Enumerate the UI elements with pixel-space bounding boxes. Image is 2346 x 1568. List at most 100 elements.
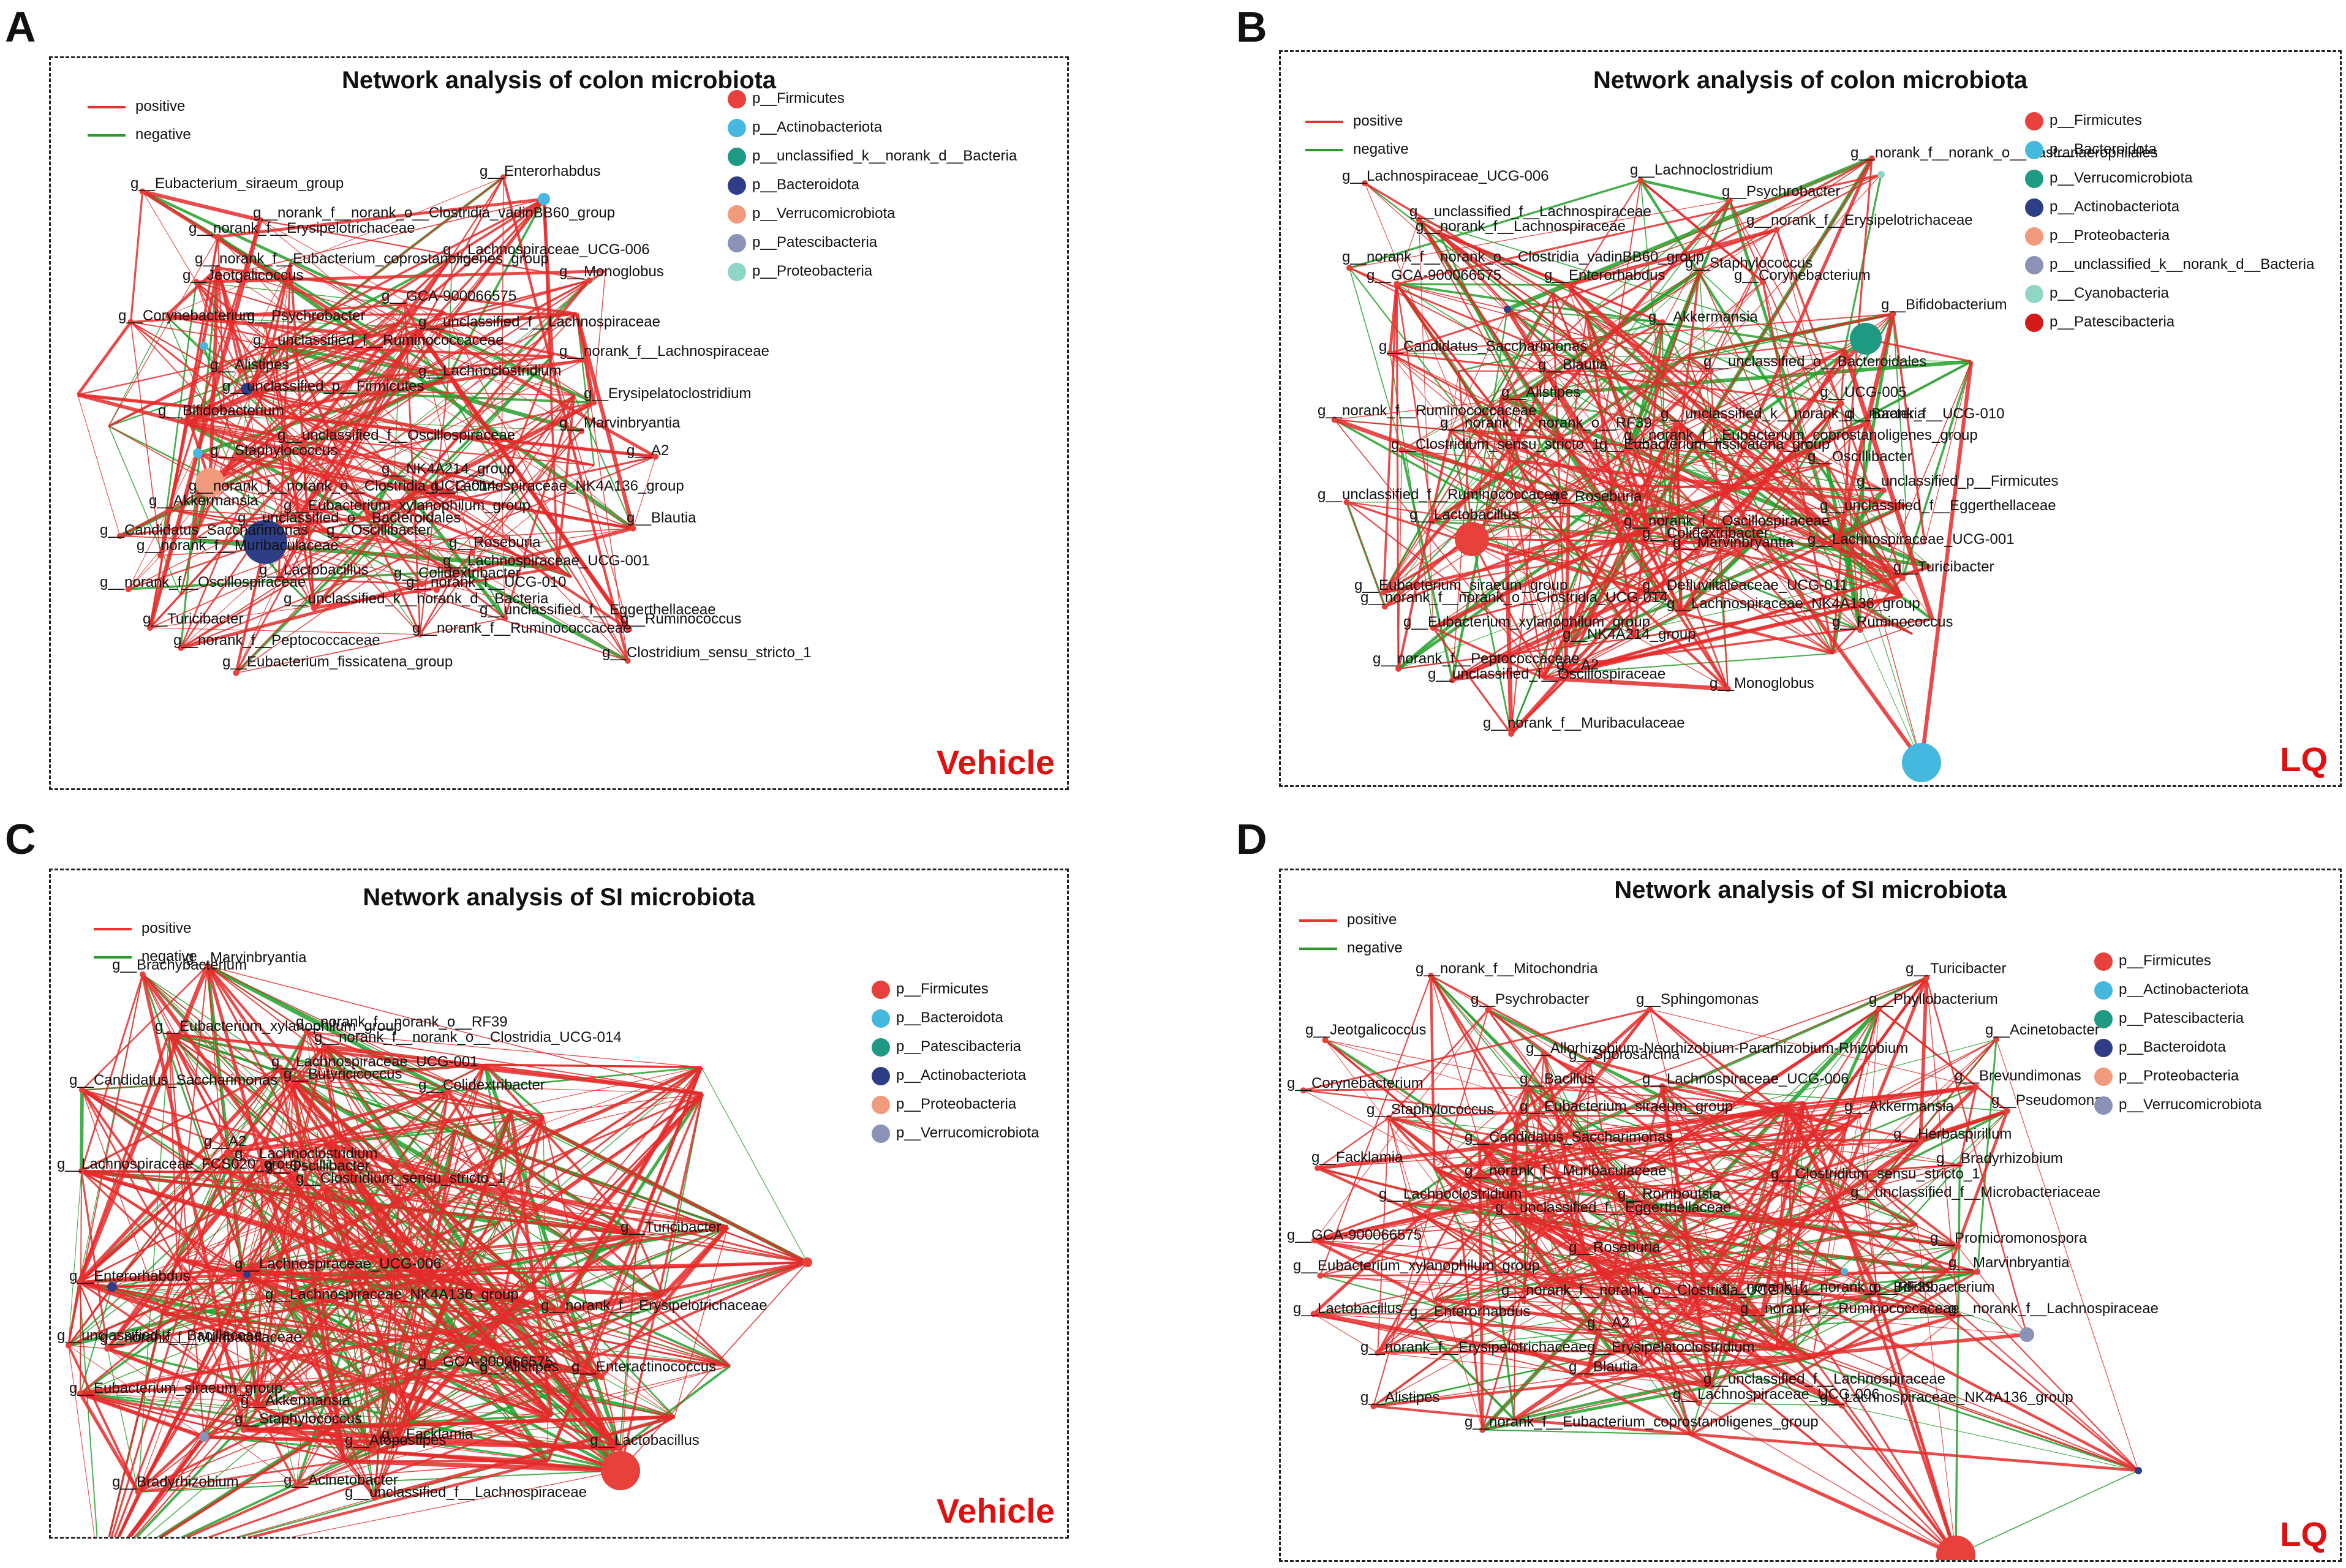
- edge-legend-b: positive negative: [1305, 107, 1409, 164]
- phylum-label: p__Firmicutes: [896, 981, 989, 997]
- positive-correlation-edge: [162, 1162, 263, 1315]
- taxon-node: [1428, 973, 1435, 979]
- taxon-node: [290, 1078, 296, 1085]
- positive-correlation-edge: [444, 311, 594, 403]
- negative-correlation-edge: [1419, 219, 1845, 350]
- taxon-node: [1386, 1115, 1392, 1121]
- hub-node: [243, 1271, 251, 1278]
- positive-correlation-edge: [1840, 403, 1861, 630]
- taxon-node: [1322, 1037, 1329, 1044]
- taxon-node: [1449, 677, 1456, 684]
- positive-correlation-edge: [78, 1392, 140, 1493]
- taxon-node: [1394, 281, 1400, 287]
- taxon-node: [1824, 461, 1830, 467]
- positive-correlation-edge: [1471, 1177, 1878, 1294]
- positive-correlation-edge: [401, 1066, 702, 1175]
- taxon-node: [1696, 267, 1703, 274]
- negative-correlation-edge: [484, 1063, 545, 1117]
- taxon-node: [125, 586, 132, 592]
- taxon-node: [453, 568, 459, 575]
- taxon-label: g__Clostridium_sensu_stricto_1: [1771, 1166, 1980, 1182]
- taxon-label: g__unclassified_o__Bacteroidales: [1703, 353, 1926, 370]
- positive-correlation-edge: [1626, 338, 1866, 452]
- taxon-label: g__Turicibacter: [1893, 559, 1994, 575]
- positive-correlation-edge: [1690, 1270, 1978, 1436]
- taxon-node: [624, 657, 631, 664]
- phylum-label: p__Proteobacteria: [752, 263, 873, 279]
- node-layer: [116, 174, 659, 676]
- phylum-legend-d: p__Firmicutes p__Actinobacteriota p__Pat…: [2094, 946, 2261, 1119]
- taxon-node: [1956, 1161, 1963, 1168]
- taxon-label: g__Blautia: [1538, 356, 1608, 373]
- taxon-node: [146, 624, 153, 631]
- positive-correlation-edge: [546, 1093, 704, 1462]
- positive-correlation-edge: [1320, 1275, 1958, 1316]
- positive-correlation-edge: [246, 1226, 728, 1275]
- positive-correlation-edge: [1388, 1117, 1472, 1180]
- positive-correlation-edge: [374, 1415, 676, 1500]
- taxon-node: [1331, 417, 1338, 423]
- taxon-label: g__norank_f__Lachnospiraceae: [1416, 218, 1626, 235]
- positive-correlation-edge: [149, 236, 219, 628]
- taxon-label: g__norank_f__norank_o__RF39: [1722, 1279, 1934, 1295]
- taxon-label: g__norank_f__Erysipelotrichaceae: [541, 1297, 768, 1314]
- positive-correlation-edge: [1782, 1039, 1997, 1159]
- network-graph-c: g__Brachybacteriumg__Marvinbryantiag__Eu…: [57, 949, 812, 1537]
- taxon-node: [1759, 1311, 1765, 1317]
- taxon-label: g__GCA-900066575: [418, 1354, 553, 1370]
- taxon-node: [500, 174, 507, 181]
- taxon-node: [448, 254, 455, 260]
- taxon-label: g__Akkermansia: [241, 1392, 350, 1409]
- positive-correlation-edge: [401, 320, 585, 361]
- group-label-b: LQ: [2280, 740, 2328, 778]
- positive-correlation-edge: [431, 1369, 620, 1450]
- taxon-label: g__Colidextribacter: [394, 565, 521, 581]
- positive-correlation-edge: [192, 340, 290, 541]
- positive-correlation-edge: [1586, 1060, 1590, 1140]
- hub-node: [200, 342, 208, 350]
- taxon-node: [1476, 1140, 1483, 1147]
- taxon-label: g__Enterorhabdus: [480, 163, 600, 179]
- taxon-label: g__Acinetobacter: [284, 1472, 398, 1488]
- positive-correlation-edge: [79, 1090, 449, 1395]
- taxon-label: g__norank_f__norank_o__Clostridia_UCG-01…: [1501, 1282, 1809, 1298]
- positive-correlation-edge: [1825, 464, 1903, 597]
- phylum-legend-c: p__Firmicutes p__Bacteroidota p__Patesci…: [872, 974, 1039, 1147]
- positive-correlation-edge: [76, 321, 132, 396]
- phylum-color-dot: [728, 205, 746, 224]
- positive-correlation-edge: [246, 1265, 394, 1275]
- taxon-label: g__Butyricicoccus: [284, 1066, 402, 1082]
- taxon-label: g__norank_f__UCG-010: [406, 574, 567, 590]
- positive-correlation-edge: [443, 311, 628, 662]
- phylum-label: p__Verrucomicrobiota: [2050, 170, 2193, 186]
- positive-correlation-edge: [1514, 1418, 2139, 1472]
- positive-correlation-edge: [1349, 200, 1730, 269]
- positive-correlation-edge: [279, 1066, 544, 1118]
- legend-negative-label: negative: [141, 948, 197, 965]
- positive-correlation-edge: [1346, 501, 1903, 579]
- negative-correlation-edge: [1479, 1142, 1762, 1314]
- negative-correlation-edge: [107, 1348, 139, 1493]
- taxon-node: [127, 318, 134, 325]
- positive-correlation-edge: [1500, 397, 1677, 424]
- positive-correlation-edge: [79, 1273, 247, 1284]
- panel-label-d: D: [1236, 815, 1267, 863]
- taxon-label: g__Lachnospiraceae_UCG-001: [443, 552, 650, 569]
- positive-correlation-edge: [1587, 1104, 1787, 1140]
- negative-correlation-edge: [141, 974, 247, 1270]
- taxon-label: g__Turicibacter: [1906, 960, 2007, 977]
- phylum-label: p__Proteobacteria: [2050, 227, 2170, 244]
- hub-node: [243, 520, 287, 564]
- positive-correlation-edge: [1729, 200, 1903, 597]
- taxon-label: g__Colidextribacter: [418, 1077, 545, 1093]
- negative-correlation-edge: [1955, 1164, 1961, 1556]
- positive-correlation-edge: [1612, 1315, 1688, 1354]
- positive-correlation-edge: [1553, 1271, 1978, 1280]
- positive-correlation-edge: [236, 1497, 375, 1537]
- phylum-label: p__Firmicutes: [752, 90, 845, 107]
- taxon-label: g__norank_f__norank_o__Clostridia_UCG-01…: [314, 1029, 622, 1046]
- positive-correlation-edge: [149, 627, 420, 635]
- taxon-label: g__norank_f__Ruminococcaceae: [412, 620, 632, 636]
- taxon-label: g__Eubacterium_xylanophilum_group: [1403, 614, 1650, 630]
